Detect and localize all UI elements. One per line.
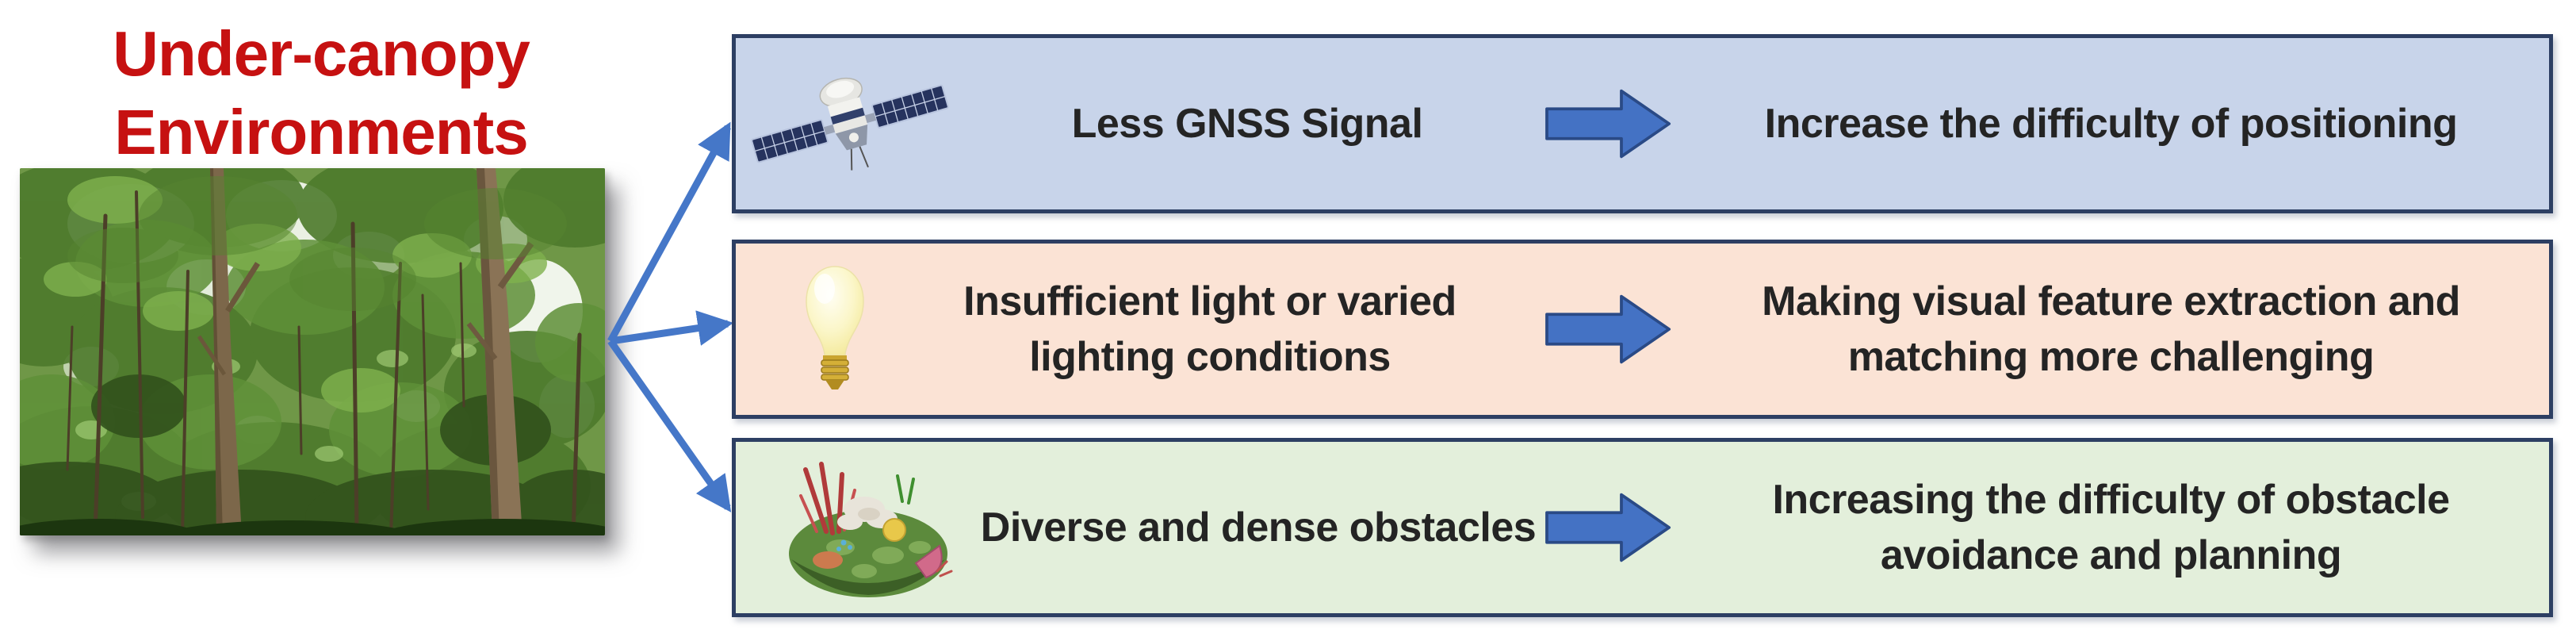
forest-photo-illustration [20, 168, 605, 535]
right-arrow-icon [1544, 86, 1673, 161]
challenge-text-line: lighting conditions [1029, 334, 1391, 380]
challenge-text-line: Less GNSS Signal [1071, 100, 1423, 147]
right-arrow-icon [1544, 490, 1673, 565]
consequence-text-line: Increase the difficulty of positioning [1764, 100, 2458, 147]
challenge-row-obstacles: Diverse and dense obstacles Increasing t… [732, 438, 2553, 617]
consequence-text-obstacles: Increasing the difficulty of obstacle av… [1673, 472, 2549, 583]
lightbulb-icon [794, 262, 875, 397]
connector-arrow-to-obstacles [607, 339, 732, 512]
connector-arrow-to-lighting [610, 310, 734, 346]
foreground-foliage [67, 176, 567, 311]
consequence-text-gnss: Increase the difficulty of positioning [1673, 96, 2549, 152]
page-title: Under-canopy Environments [91, 14, 551, 171]
vegetation-obstacles-icon [767, 452, 972, 603]
page-title-line2: Environments [114, 97, 528, 168]
challenge-row-gnss: Less GNSS Signal Increase the difficulty… [732, 34, 2553, 213]
page-title-line1: Under-canopy [113, 18, 530, 89]
challenge-text-line: Insufficient light or varied [963, 278, 1456, 324]
challenge-text-line: Diverse and dense obstacles [980, 504, 1537, 551]
connector-arrows [607, 121, 734, 512]
consequence-text-line: Increasing the difficulty of obstacle [1772, 476, 2450, 523]
consequence-text-line: matching more challenging [1847, 334, 2375, 380]
right-arrow-icon [1544, 292, 1673, 366]
main-tree-trunks [197, 168, 534, 535]
consequence-text-line: Making visual feature extraction and [1762, 278, 2460, 324]
satellite-icon [750, 64, 950, 183]
consequence-text-line: avoidance and planning [1880, 532, 2342, 578]
challenge-text-lighting: Insufficient light or varied lighting co… [875, 274, 1544, 385]
consequence-text-lighting: Making visual feature extraction and mat… [1673, 274, 2549, 385]
challenge-text-gnss: Less GNSS Signal [950, 96, 1544, 152]
forest-photo [20, 168, 605, 535]
connector-arrow-to-gnss [607, 121, 731, 343]
undergrowth [20, 519, 605, 535]
challenge-row-lighting: Insufficient light or varied lighting co… [732, 240, 2553, 419]
challenge-text-obstacles: Diverse and dense obstacles [972, 500, 1544, 555]
